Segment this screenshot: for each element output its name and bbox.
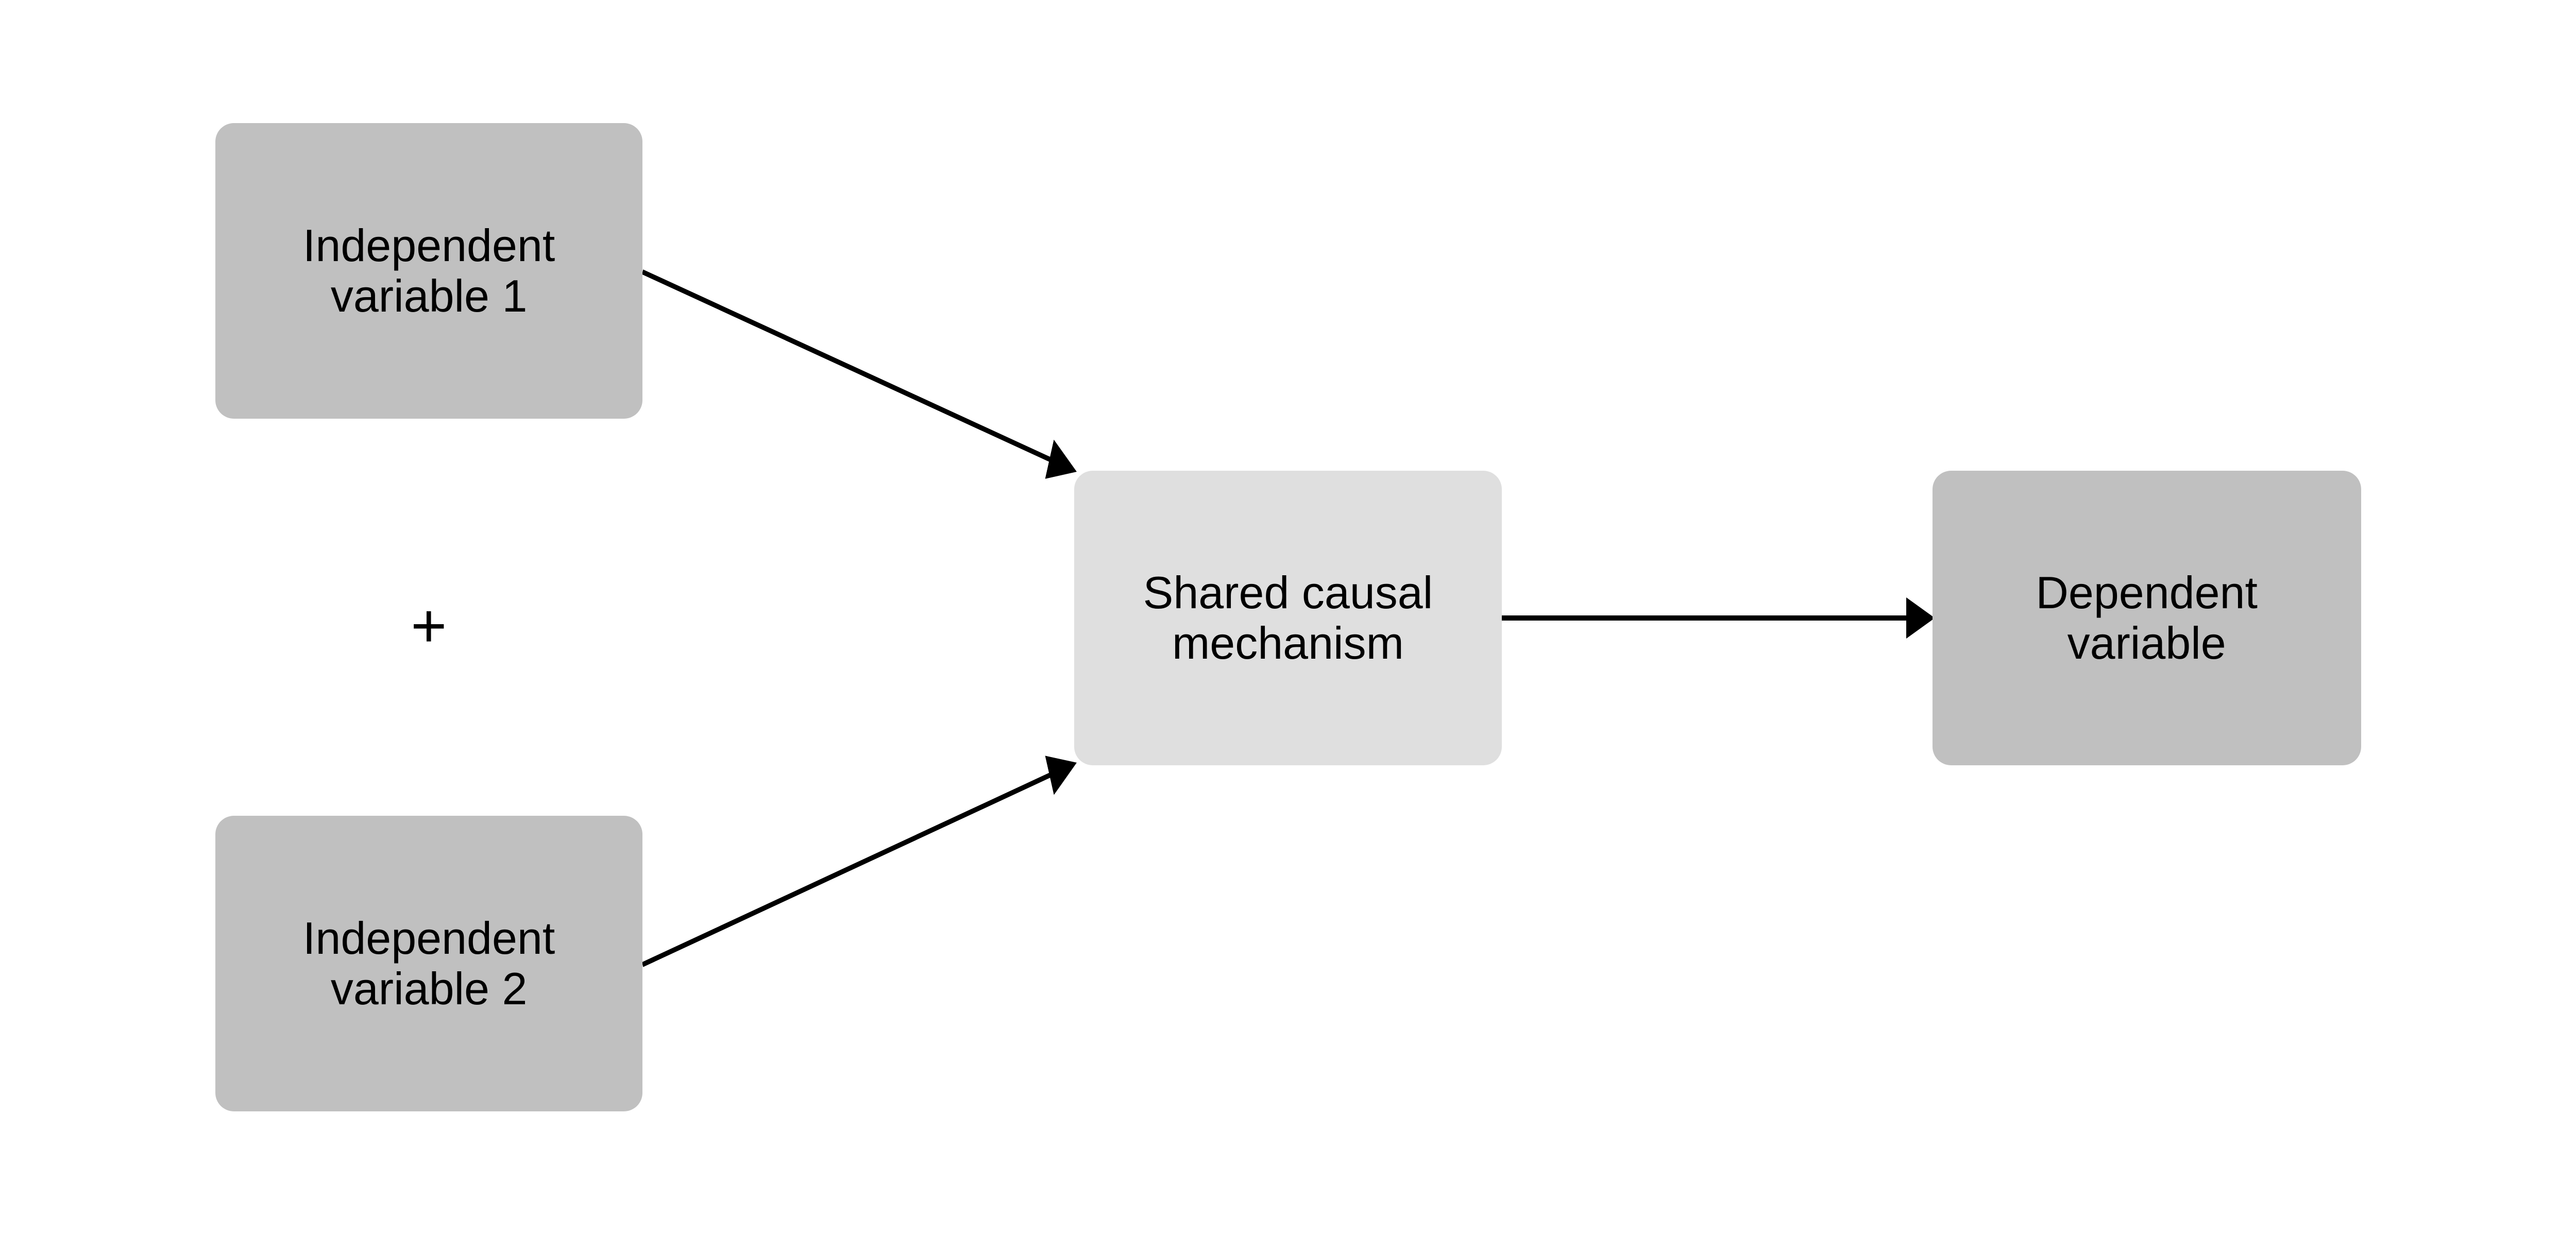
node-label-line1: Shared causal [1143,567,1433,618]
node-label-line2: mechanism [1172,617,1404,668]
node-independent-variable-1: Independent variable 1 [215,123,643,419]
node-label-line2: variable [2067,617,2226,668]
node-label-line1: Independent [302,913,555,964]
node-independent-variable-2: Independent variable 2 [215,816,643,1111]
node-label-line2: variable 2 [330,963,528,1014]
node-label-line1: Independent [302,220,555,271]
node-label-line2: variable 1 [330,270,528,321]
node-shared-causal-mechanism: Shared causal mechanism [1074,471,1502,765]
arrow-iv1-to-mechanism [642,269,1077,479]
arrow-iv2-to-mechanism [642,756,1077,967]
node-dependent-variable: Dependent variable [1932,471,2361,765]
node-label-line1: Dependent [2036,567,2258,618]
plus-operator: + [411,591,447,660]
